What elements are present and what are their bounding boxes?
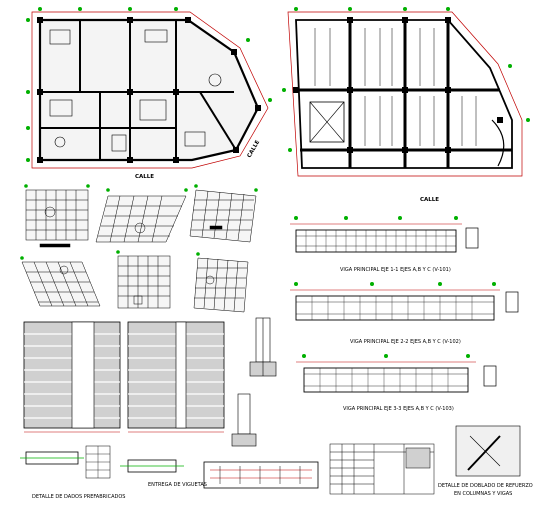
detail-rebar-bending: DETALLE DE DOBLADO DE REFUERZO EN COLUMN… bbox=[438, 425, 533, 497]
footing-detail-3 bbox=[189, 189, 257, 243]
footing-detail-2 bbox=[95, 195, 187, 243]
detail-rebar-title-line1: DETALLE DE DOBLADO DE REFUERZO bbox=[438, 483, 533, 489]
wall-elevation-2 bbox=[127, 321, 225, 433]
footing-detail-6 bbox=[193, 257, 249, 313]
street-label-bottom-right: CALLE bbox=[420, 197, 439, 203]
detail-joists-title: ENTREGA DE VIGUETAS bbox=[148, 482, 207, 488]
detail-prefab-title: DETALLE DE DADOS PREFABRICADOS bbox=[32, 494, 125, 500]
wall-elevation-1 bbox=[23, 321, 121, 433]
street-label-bottom-left: CALLE bbox=[135, 174, 154, 180]
detail-prefab: DETALLE DE DADOS PREFABRICADOS bbox=[20, 445, 125, 500]
floor-plan-right: CALLE bbox=[282, 7, 530, 203]
beam-elevation-1: VIGA PRINCIPAL EJE 1-1 EJES A,B Y C (V-1… bbox=[290, 223, 479, 273]
detail-table bbox=[329, 443, 435, 495]
street-label-side-left: CALLE bbox=[247, 139, 262, 159]
bottom-details: DETALLE DE DADOS PREFABRICADOS ENTREGA D… bbox=[20, 425, 533, 500]
detail-rebar-title-line2: EN COLUMNAS Y VIGAS bbox=[454, 491, 512, 497]
footing-detail-1 bbox=[25, 189, 89, 248]
floor-plan-left: CALLE CALLE bbox=[26, 7, 272, 180]
footing-details bbox=[20, 184, 258, 313]
beam-title-2: VIGA PRINCIPAL EJE 2-2 EJES A,B Y C (V-1… bbox=[350, 339, 461, 345]
beam-elevation-2: VIGA PRINCIPAL EJE 2-2 EJES A,B Y C (V-1… bbox=[290, 289, 519, 345]
detail-joists: ENTREGA DE VIGUETAS bbox=[120, 459, 207, 488]
wall-elevations bbox=[23, 317, 277, 447]
footing-detail-5 bbox=[117, 255, 171, 309]
detail-slab bbox=[203, 461, 319, 489]
beam-title-3: VIGA PRINCIPAL EJE 3-3 EJES A,B Y C (V-1… bbox=[343, 406, 454, 412]
beam-elevations: VIGA PRINCIPAL EJE 1-1 EJES A,B Y C (V-1… bbox=[290, 216, 519, 412]
beam-elevation-3: VIGA PRINCIPAL EJE 3-3 EJES A,B Y C (V-1… bbox=[296, 361, 497, 412]
footing-detail-4 bbox=[21, 261, 101, 307]
column-section-detail bbox=[231, 317, 277, 447]
beam-title-1: VIGA PRINCIPAL EJE 1-1 EJES A,B Y C (V-1… bbox=[340, 267, 451, 273]
